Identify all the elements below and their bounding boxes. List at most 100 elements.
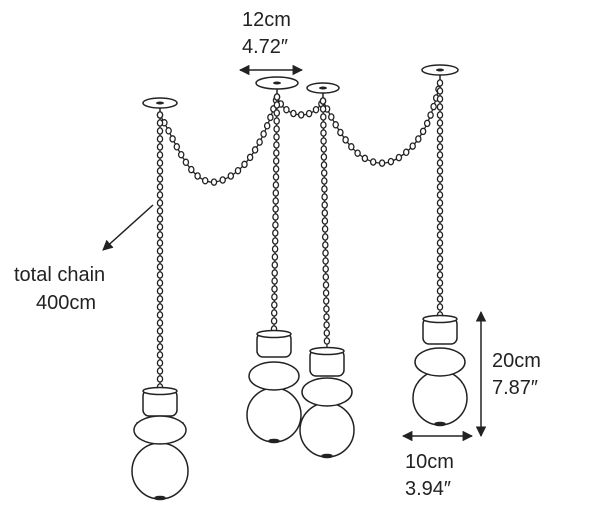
chain-bead xyxy=(305,109,313,118)
chain-bead xyxy=(156,207,164,215)
chain-bead xyxy=(227,172,235,180)
chain-bead xyxy=(156,295,164,303)
chain-bead xyxy=(402,148,410,157)
chain-bead xyxy=(156,247,164,255)
chain-bead xyxy=(436,303,444,311)
chain-bead xyxy=(156,183,164,191)
chain-bead xyxy=(321,201,328,209)
chain-bead xyxy=(156,127,164,135)
chain-bead xyxy=(156,255,164,263)
chain-bead xyxy=(320,169,328,177)
chain-bead xyxy=(436,263,444,271)
chain-bead xyxy=(319,97,327,105)
chain-bead xyxy=(323,313,330,321)
chain-bead xyxy=(436,95,444,103)
chain-bead xyxy=(156,215,164,223)
canopy-3 xyxy=(306,82,340,101)
chain-bead xyxy=(321,185,328,193)
dimension-lines xyxy=(102,64,487,442)
chain-bead xyxy=(271,293,278,301)
pendant-3 xyxy=(299,346,355,459)
chain-bead xyxy=(321,193,328,201)
chain-bead xyxy=(342,136,349,144)
chain-bead xyxy=(436,271,444,279)
chain-bead xyxy=(320,161,328,169)
canopy-4 xyxy=(421,64,459,83)
width-label-imperial: 3.94″ xyxy=(405,478,451,500)
chain-bead xyxy=(173,143,181,151)
chain-bead xyxy=(188,165,195,174)
chain-bead xyxy=(436,279,444,287)
chain-bead xyxy=(369,158,377,166)
chain-bead xyxy=(271,277,278,285)
chain-bead xyxy=(271,269,278,277)
chain-bead xyxy=(322,289,330,297)
chain-bead xyxy=(323,321,330,329)
chain-bead xyxy=(322,297,330,305)
chain-bead xyxy=(272,189,280,197)
chain-bead xyxy=(419,127,427,136)
chain-bead xyxy=(156,111,164,119)
chain-bead xyxy=(430,102,437,111)
chain-bead xyxy=(156,263,164,271)
chain-bead xyxy=(436,191,444,199)
chain-bead xyxy=(320,137,327,145)
chain-label-line1: total chain xyxy=(14,264,105,286)
chain-bead xyxy=(297,111,305,119)
chain-bead xyxy=(320,129,327,137)
chain-bead xyxy=(337,128,344,137)
chain-bead xyxy=(263,122,271,130)
chain-bead xyxy=(272,205,279,213)
pendant-1 xyxy=(131,386,189,501)
height-label-metric: 20cm xyxy=(492,350,541,372)
chain-bead xyxy=(156,239,164,247)
chain-bead xyxy=(156,319,164,327)
chain-bead xyxy=(156,119,164,127)
chain-bead xyxy=(156,143,164,151)
chain-bead xyxy=(273,109,281,117)
chain-bead xyxy=(436,223,444,231)
chains xyxy=(156,79,444,391)
chain-bead xyxy=(272,197,279,205)
chain-bead xyxy=(156,151,164,159)
chain-bead xyxy=(323,305,330,313)
chain-bead xyxy=(423,119,431,128)
chain-bead xyxy=(322,265,329,273)
chain-bead xyxy=(182,158,190,167)
height-label-imperial: 7.87″ xyxy=(492,377,538,399)
chain-bead xyxy=(156,271,164,279)
chain-bead xyxy=(322,249,329,257)
chain-bead xyxy=(328,113,335,121)
chain-bead xyxy=(436,111,444,119)
chain-bead xyxy=(273,101,281,109)
chain-bead xyxy=(156,223,164,231)
chain-bead xyxy=(272,165,280,173)
chain-bead xyxy=(156,135,164,143)
chain-bead xyxy=(272,181,280,189)
chain-bead xyxy=(321,225,329,233)
chain-bead xyxy=(290,109,297,118)
chain-bead xyxy=(436,119,444,127)
chain-bead xyxy=(436,295,444,303)
chain-bead xyxy=(201,176,209,185)
chain-bead xyxy=(271,301,278,309)
chain-bead xyxy=(272,213,279,221)
chain-bead xyxy=(271,253,279,261)
chain-bead xyxy=(436,255,444,263)
chain-bead xyxy=(156,175,164,183)
chain-bead xyxy=(156,159,164,167)
chain-bead xyxy=(156,359,164,367)
spacing-label-imperial: 4.72″ xyxy=(242,36,288,58)
chain-bead xyxy=(272,173,280,181)
chain-bead xyxy=(378,159,386,167)
chain-bead xyxy=(319,105,327,113)
chain-bead xyxy=(436,167,444,175)
chain-bead xyxy=(273,149,280,157)
chain-bead xyxy=(210,178,218,186)
chain-bead xyxy=(395,153,403,162)
chain-bead xyxy=(251,146,259,154)
chain-bead xyxy=(436,199,444,207)
chain-bead xyxy=(436,151,444,159)
chain-bead xyxy=(273,125,280,133)
chain-bead xyxy=(348,143,355,151)
